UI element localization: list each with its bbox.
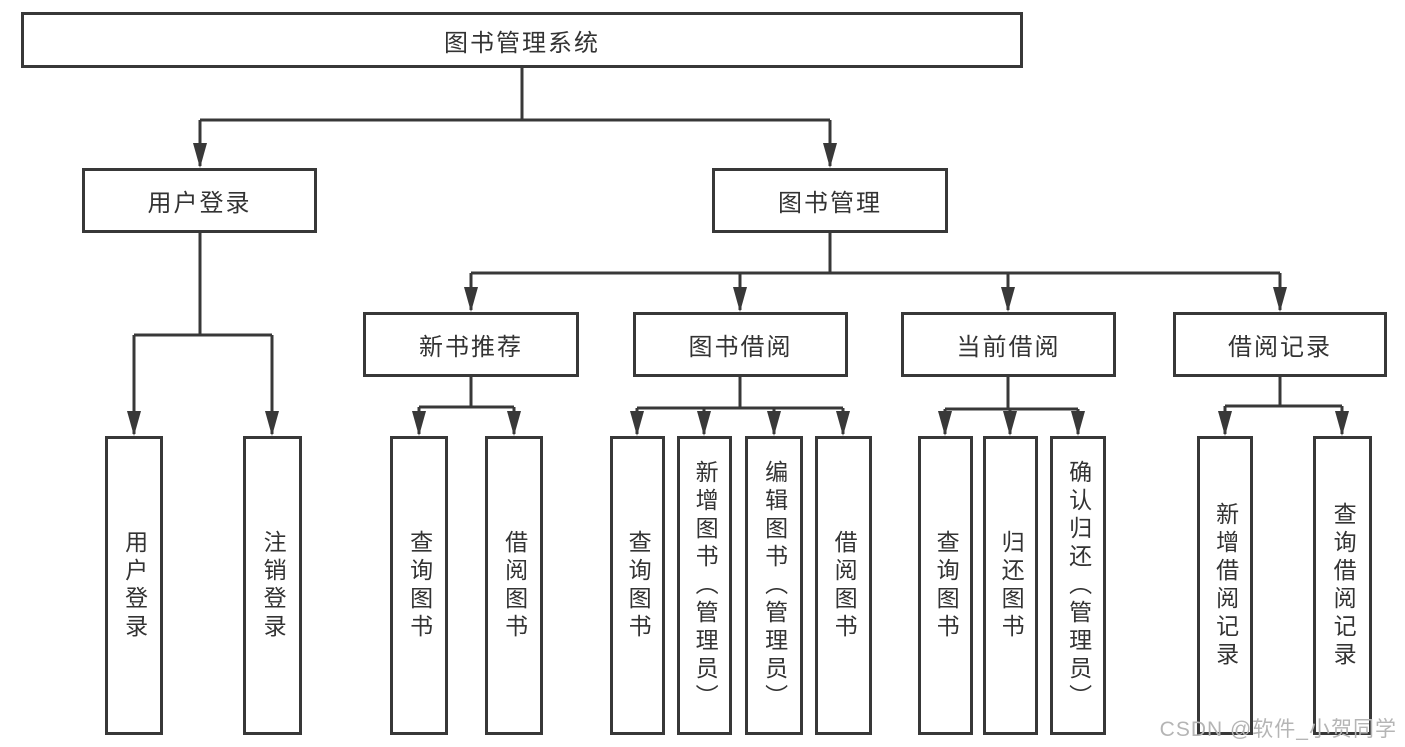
leaf-borrow-books: 借阅图书: [815, 436, 872, 735]
node-label: 当前借阅: [956, 334, 1061, 361]
leaf-query-books: 查询图书: [918, 436, 973, 735]
node-label: 图书借阅: [688, 334, 793, 361]
node-label: 图书管理系统: [444, 29, 600, 57]
node-new-book-recommendation: 新书推荐: [363, 312, 579, 377]
leaf-add-borrow-record: 新增借阅记录: [1197, 436, 1253, 735]
connector-current-borrow-to-leaves: [943, 377, 1080, 434]
csdn-watermark: CSDN @软件_小贺同学: [1159, 718, 1397, 741]
node-book-borrowing: 图书借阅: [633, 312, 848, 377]
arrow-icon: [1335, 411, 1349, 436]
arrow-icon: [1003, 411, 1017, 436]
arrow-icon: [1001, 287, 1015, 312]
arrow-icon: [938, 411, 952, 436]
arrow-icon: [265, 411, 279, 436]
leaf-return-books: 归还图书: [983, 436, 1038, 735]
leaf-user-login: 用户登录: [105, 436, 163, 735]
arrow-icon: [630, 411, 644, 436]
leaf-query-borrow-record: 查询借阅记录: [1313, 436, 1372, 735]
arrow-icon: [836, 411, 850, 436]
arrow-icon: [1071, 411, 1085, 436]
node-library-management-system: 图书管理系统: [21, 12, 1023, 68]
node-borrowing-records: 借阅记录: [1173, 312, 1387, 377]
arrow-icon: [507, 411, 521, 436]
connector-new-book-to-leaves: [417, 377, 516, 434]
node-label: 借阅记录: [1228, 334, 1332, 361]
leaf-edit-books-admin: 编辑图书（管理员）: [745, 436, 803, 735]
connector-book-management-to-level3: [469, 233, 1282, 310]
leaf-logout: 注销登录: [243, 436, 302, 735]
node-label: 用户登录: [147, 190, 252, 217]
arrow-icon: [697, 411, 711, 436]
connector-borrow-records-to-leaves: [1223, 377, 1344, 434]
arrow-icon: [193, 143, 207, 168]
arrow-icon: [1218, 411, 1232, 436]
arrow-icon: [127, 411, 141, 436]
node-book-management: 图书管理: [712, 168, 948, 233]
arrow-icon: [823, 143, 837, 168]
node-label: 新书推荐: [419, 334, 523, 361]
arrow-icon: [412, 411, 426, 436]
connector-root-to-level2: [198, 68, 832, 166]
arrow-icon: [464, 287, 478, 312]
leaf-query-books: 查询图书: [610, 436, 665, 735]
connector-book-borrow-to-leaves: [635, 377, 845, 434]
leaf-confirm-return-admin: 确认归还（管理员）: [1050, 436, 1106, 735]
leaf-query-books: 查询图书: [390, 436, 448, 735]
leaf-borrow-books: 借阅图书: [485, 436, 543, 735]
arrow-icon: [733, 287, 747, 312]
node-label: 图书管理: [778, 190, 882, 217]
arrow-icon: [767, 411, 781, 436]
arrow-icon: [1273, 287, 1287, 312]
node-user-login: 用户登录: [82, 168, 317, 233]
leaf-add-books-admin: 新增图书（管理员）: [677, 436, 732, 735]
node-current-borrowing: 当前借阅: [901, 312, 1116, 377]
connector-user-login-to-leaves: [132, 233, 274, 434]
